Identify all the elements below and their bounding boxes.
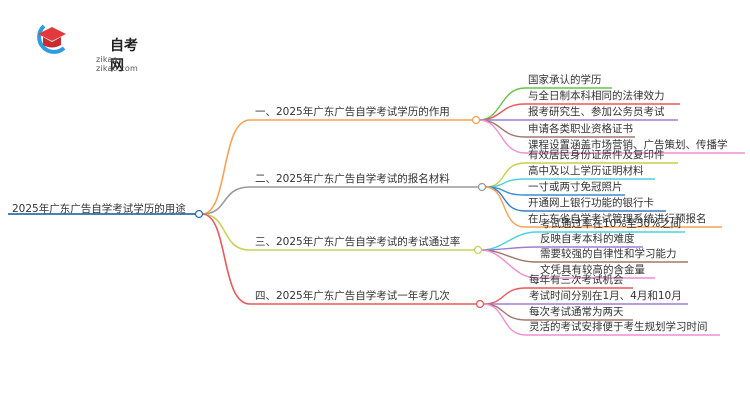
branch-node[interactable]: 二、2025年广东广告自学考试的报名材料 [255,173,450,185]
leaf-node[interactable]: 与全日制本科相同的法律效力 [528,90,665,102]
root-node[interactable]: 2025年广东广告自学考试学历的用途 [12,203,186,215]
leaf-node[interactable]: 每年有三次考试机会 [529,274,624,286]
leaf-node[interactable]: 课程设置涵盖市场营销、广告策划、传播学 [528,139,728,151]
branch-connector [201,119,472,215]
leaf-node[interactable]: 需要较强的自律性和学习能力 [540,248,677,260]
branch-collapse-toggle[interactable] [475,299,485,309]
leaf-node[interactable]: 一寸或两寸免冠照片 [528,181,623,193]
leaf-node[interactable]: 开通网上银行功能的银行卡 [528,197,654,209]
branch-connector [201,213,474,251]
leaf-node[interactable]: 高中及以上学历证明材料 [528,165,644,177]
root-collapse-toggle[interactable] [194,209,204,219]
leaf-connector [484,186,722,228]
leaf-connector [480,249,655,279]
branch-node[interactable]: 一、2025年广东广告自学考试学历的作用 [255,106,450,118]
leaf-node[interactable]: 考试通过率在10%至30%之间 [540,218,682,230]
branch-connector [201,186,478,215]
branch-connector [201,213,476,305]
graduation-cap-logo-icon [37,24,66,54]
leaf-node[interactable]: 有效居民身份证原件及复印件 [528,149,665,161]
leaf-connector [482,303,720,336]
leaf-node[interactable]: 灵活的考试安排便于考生规划学习时间 [529,321,708,333]
branch-collapse-toggle[interactable] [473,245,483,255]
branch-node[interactable]: 三、2025年广东广告自学考试的考试通过率 [255,236,461,248]
leaf-node[interactable]: 文凭具有较高的含金量 [540,264,645,276]
logo-title: 自考网 [110,38,138,74]
branch-collapse-toggle[interactable] [471,115,481,125]
leaf-node[interactable]: 反映自考本科的难度 [540,233,635,245]
logo-url: zikao-zikao.com [96,55,138,73]
leaf-node[interactable]: 报考研究生、参加公务员考试 [528,106,665,118]
leaf-node[interactable]: 国家承认的学历 [528,74,602,86]
leaf-connector [478,119,745,154]
leaf-node[interactable]: 每次考试通常为两天 [529,306,624,318]
logo[interactable]: 自考网 zikao-zikao.com [30,18,140,74]
branch-collapse-toggle[interactable] [477,182,487,192]
branch-node[interactable]: 四、2025年广东广告自学考试一年考几次 [255,290,450,302]
leaf-node[interactable]: 在广东省自学考试管理系统进行预报名 [528,213,707,225]
leaf-node[interactable]: 考试时间分别在1月、4月和10月 [529,290,682,302]
leaf-node[interactable]: 申请各类职业资格证书 [528,123,633,135]
